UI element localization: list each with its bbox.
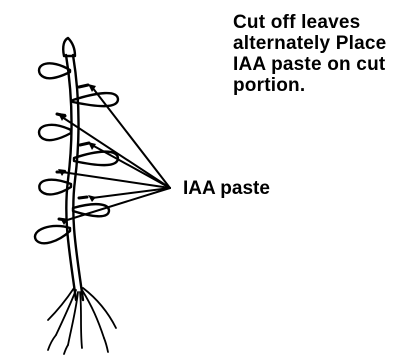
plant-stem [66,55,83,300]
instruction-line-1: Cut off leaves [233,12,386,33]
leaf-2 [73,93,118,106]
instruction-line-4: portion. [233,75,386,96]
leaf-4 [74,152,118,166]
iaa-paste-label: IAA paste [183,178,270,200]
leaf-1 [39,63,70,78]
instruction-line-3: IAA paste on cut [233,54,386,75]
leaf-6 [73,204,109,216]
leaf-7 [35,226,70,243]
instruction-line-2: alternately Place [233,33,386,54]
leaf-3 [39,125,71,140]
instruction-text: Cut off leaves alternately Place IAA pas… [233,12,386,96]
apical-bud [63,38,75,56]
